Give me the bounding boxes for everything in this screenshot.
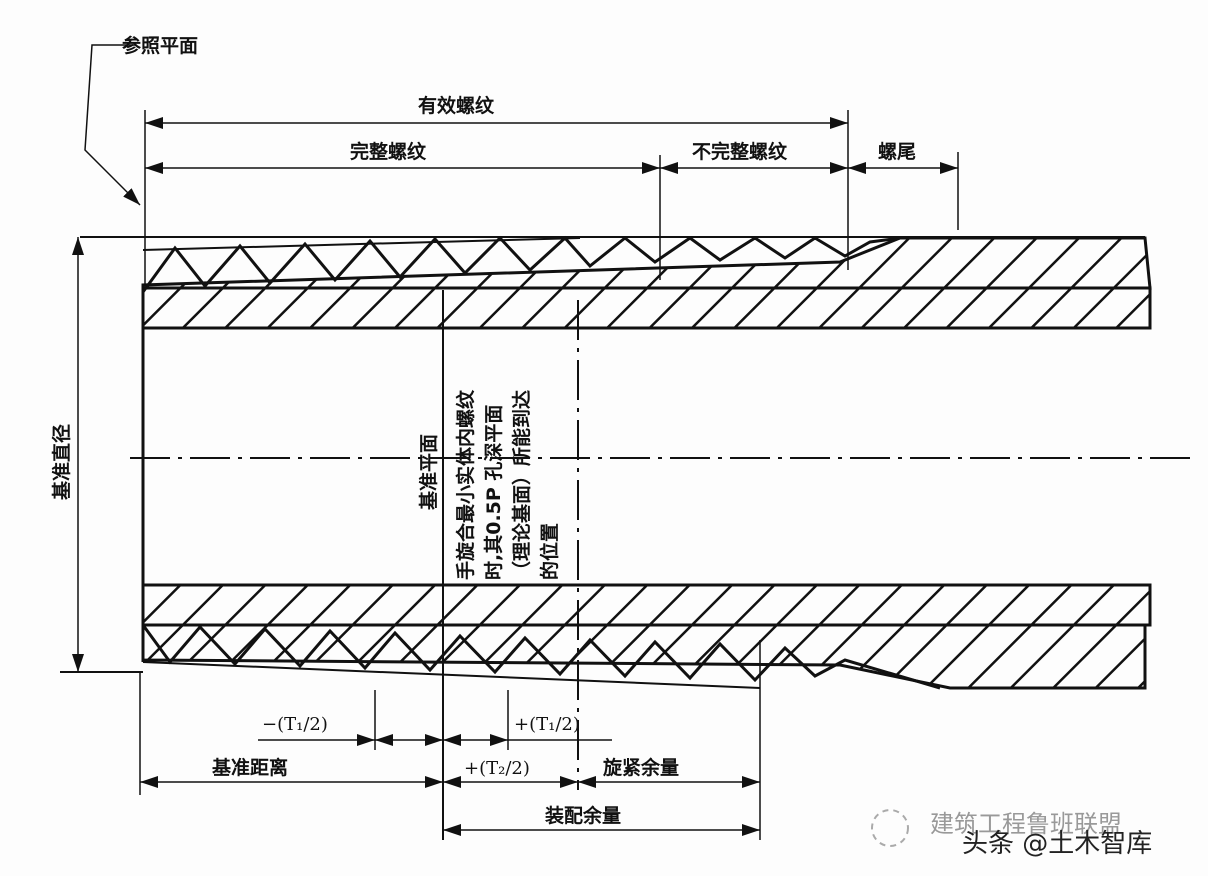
watermark: 建筑工程鲁班联盟 头条 @土木智库 xyxy=(871,809,1152,859)
gauge-note: 手旋合最小实体内螺纹 时,其0.5P 孔深平面 （理论基面）所能到达 的位置 xyxy=(454,389,561,580)
complete-thread-label: 完整螺纹 xyxy=(350,140,427,163)
incomplete-thread-label: 不完整螺纹 xyxy=(692,140,788,163)
watermark-line1: 建筑工程鲁班联盟 xyxy=(930,810,1122,838)
tightening-allowance-label: 旋紧余量 xyxy=(602,756,679,779)
note-line-3: （理论基面）所能到达 xyxy=(510,390,533,580)
basic-diameter-label: 基准直径 xyxy=(50,424,73,501)
lower-pipe-wall xyxy=(141,583,1152,690)
plus-t1-label: +(T₁/2) xyxy=(514,714,580,735)
reference-plane-label: 参照平面 xyxy=(122,34,198,57)
assembly-allowance-label: 装配余量 xyxy=(544,804,621,827)
note-line-4: 的位置 xyxy=(538,523,561,580)
note-line-1: 手旋合最小实体内螺纹 xyxy=(454,389,477,580)
wechat-logo-icon xyxy=(871,809,909,847)
effective-thread-label: 有效螺纹 xyxy=(418,94,495,117)
plus-t2-label: +(T₂/2) xyxy=(464,758,530,779)
upper-pipe-wall xyxy=(141,235,1152,330)
basic-distance-label: 基准距离 xyxy=(211,756,288,779)
thread-tail-label: 螺尾 xyxy=(878,141,916,163)
minus-t1-label: −(T₁/2) xyxy=(262,714,328,735)
watermark-line2: 头条 @土木智库 xyxy=(962,829,1152,859)
note-line-2: 时,其0.5P 孔深平面 xyxy=(482,405,505,580)
basic-plane-label: 基准平面 xyxy=(417,434,440,511)
